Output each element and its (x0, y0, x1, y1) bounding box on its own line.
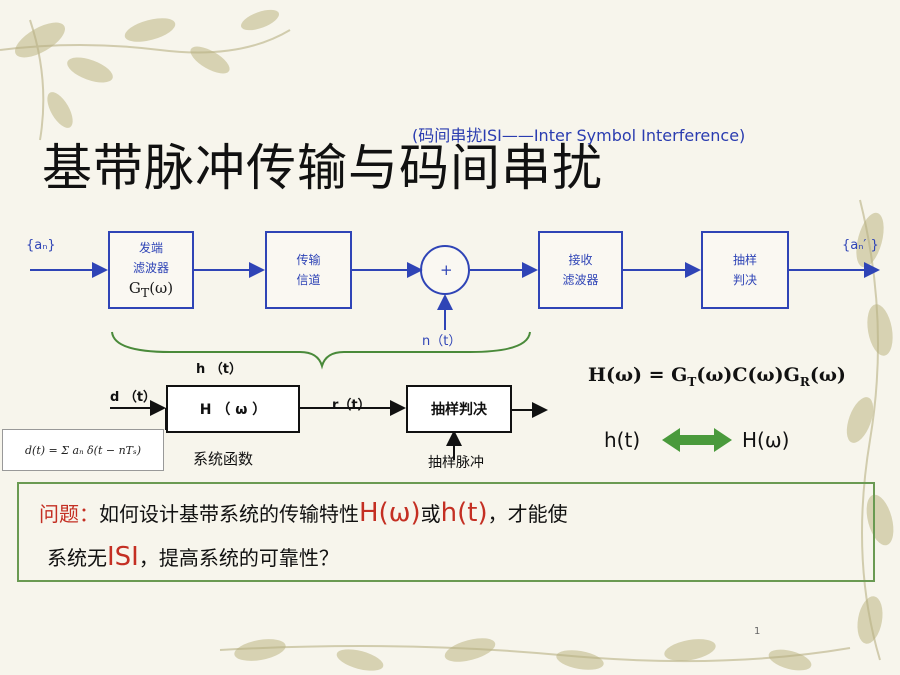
bidirectional-arrow (662, 428, 732, 452)
adder-circle (420, 245, 470, 295)
question-box: 问题：如何设计基带系统的传输特性H(ω)或h(t)，才能使 系统无ISI，提高系… (17, 482, 875, 582)
system-function-label: 系统函数 (193, 450, 254, 468)
sampler-line2: 判决 (732, 273, 757, 287)
channel-block: 传输 信道 (265, 231, 352, 309)
page-number: 1 (754, 626, 761, 637)
tx-filter-line1: 发端 (138, 240, 163, 255)
sample-pulse-label: 抽样脉冲 (428, 455, 484, 471)
tx-filter-line2: 滤波器 (132, 260, 169, 275)
formula-end: (ω) (809, 364, 846, 386)
bottom-input-label: d （t） (110, 390, 157, 405)
input-signal-formula: d(t) = Σ aₙ δ(t − nTₛ) (2, 429, 164, 471)
channel-line2: 信道 (296, 273, 321, 287)
channel-line1: 传输 (296, 253, 321, 267)
question-line2b: ，提高系统的可靠性？ (138, 546, 339, 570)
system-transfer-formula: H(ω) = GT(ω)C(ω)GR(ω) (588, 364, 846, 389)
formula-gt: G (671, 364, 688, 386)
slide-subtitle: (码间串扰ISI——Inter Symbol Interference) (412, 126, 746, 145)
formula-gt-sub: T (687, 374, 697, 389)
question-isi: ISI (107, 542, 139, 572)
sampler-line1: 抽样 (732, 253, 757, 267)
question-Hw: H(ω) (359, 498, 421, 528)
impulse-response-label: h （t） (196, 362, 242, 377)
formula-lhs: H(ω) = (588, 364, 672, 386)
noise-label: n（t） (422, 334, 462, 349)
question-part1: 如何设计基带系统的传输特性 (99, 502, 359, 526)
adder-symbol: + (440, 261, 453, 279)
slide-title: 基带脉冲传输与码间串扰 (42, 139, 603, 197)
rx-filter-block: 接收 滤波器 (538, 231, 623, 309)
input-sequence-label: {aₙ} (26, 238, 56, 253)
question-or: 或 (420, 502, 441, 526)
system-function-block: H （ ω ） (166, 385, 300, 433)
rx-filter-line1: 接收 (568, 253, 593, 267)
time-domain-label: h(t) (604, 428, 641, 452)
tx-filter-block: 发端 滤波器 GT(ω) (108, 231, 194, 309)
formula-gr-sub: R (799, 374, 810, 389)
decision-block: 抽样判决 (406, 385, 512, 433)
tx-filter-function: GT(ω) (128, 278, 174, 300)
output-sequence-label: {aₙ′ } (842, 238, 879, 253)
frequency-domain-label: H(ω) (742, 428, 790, 452)
question-ht: h(t) (440, 498, 488, 528)
question-prefix: 问题： (39, 502, 99, 526)
received-signal-label: r（t） (332, 398, 371, 413)
rx-filter-line2: 滤波器 (562, 273, 599, 287)
sampler-block: 抽样 判决 (701, 231, 789, 309)
question-part2: ，才能使 (487, 502, 568, 526)
question-line2a: 系统无 (47, 546, 107, 570)
formula-mid: (ω)C(ω)G (696, 364, 800, 386)
question-line-2: 系统无ISI，提高系统的可靠性？ (47, 542, 339, 572)
question-line-1: 问题：如何设计基带系统的传输特性H(ω)或h(t)，才能使 (39, 498, 568, 528)
